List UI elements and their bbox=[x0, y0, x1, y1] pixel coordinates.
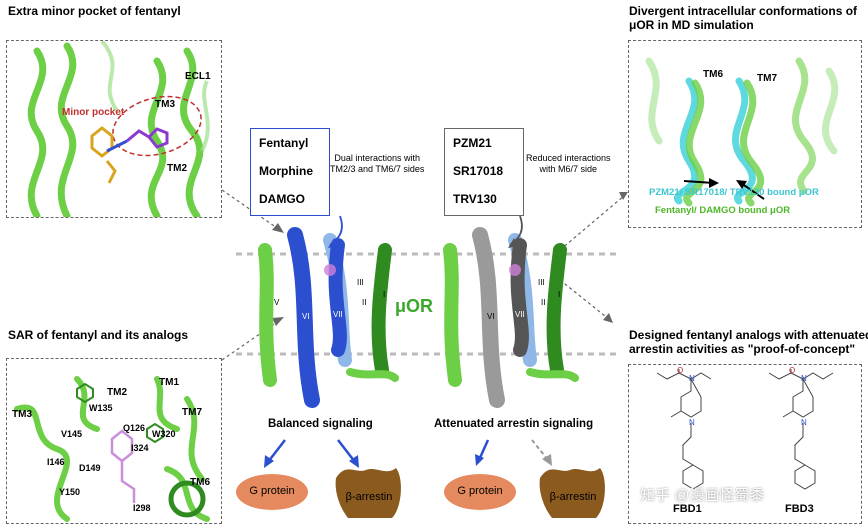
tm6-label: TM6 bbox=[703, 69, 723, 80]
tm2-label: TM2 bbox=[107, 387, 127, 398]
q126-label: Q126 bbox=[123, 423, 146, 433]
v145-label: V145 bbox=[61, 429, 83, 439]
balanced-signaling-label: Balanced signaling bbox=[268, 418, 373, 430]
tm1-label: TM1 bbox=[159, 377, 179, 388]
helix-vi-right: VI bbox=[487, 312, 495, 321]
g-protein-right: G protein bbox=[457, 485, 503, 497]
attenuated-signaling-label: Attenuated arrestin signaling bbox=[434, 418, 594, 430]
legend-cyan: PZM21/ SR17018/ TRV130 bound μOR bbox=[649, 187, 819, 198]
tm2-label: TM2 bbox=[167, 163, 187, 174]
tm3-label: TM3 bbox=[12, 409, 32, 420]
helix-vii-left: VII bbox=[333, 310, 343, 319]
beta-arrestin-right: β-arrestin bbox=[549, 491, 597, 503]
compound-fbd1: FBD1 bbox=[673, 503, 702, 515]
helix-vii-right: VII bbox=[515, 310, 525, 319]
ligand-damgo: DAMGO bbox=[259, 192, 305, 206]
ligand-trv130: TRV130 bbox=[453, 192, 497, 206]
ligand-sr17018: SR17018 bbox=[453, 164, 504, 178]
sar-illustration bbox=[14, 376, 210, 522]
minor-pocket-illustration bbox=[27, 41, 210, 217]
helix-vi-left: VI bbox=[302, 312, 310, 321]
receptor-label: μOR bbox=[395, 296, 434, 316]
helix-ii-right: II bbox=[541, 298, 546, 307]
tm3-label: TM3 bbox=[155, 99, 175, 110]
minor-pocket-panel: ECL1 TM3 TM2 Minor pocket bbox=[6, 40, 222, 218]
svg-text:N: N bbox=[801, 374, 807, 383]
i146-label: I146 bbox=[47, 457, 65, 467]
svg-text:N: N bbox=[689, 418, 695, 427]
i324-label: I324 bbox=[131, 443, 149, 453]
agonist-box-balanced: Fentanyl Morphine DAMGO bbox=[250, 128, 330, 216]
minor-pocket-label: Minor pocket bbox=[62, 107, 125, 118]
helix-ii-left: II bbox=[362, 298, 367, 307]
ligand-pzm21: PZM21 bbox=[453, 136, 492, 150]
svg-text:N: N bbox=[689, 374, 695, 383]
top-left-title: Extra minor pocket of fentanyl bbox=[8, 4, 181, 18]
designed-analogs-panel: O O N N N N FBD1 FBD3 bbox=[628, 364, 862, 524]
tm7-label: TM7 bbox=[757, 73, 777, 84]
bottom-right-title: Designed fentanyl analogs with attenuate… bbox=[629, 328, 868, 356]
compound-fbd3: FBD3 bbox=[785, 503, 814, 515]
top-right-title: Divergent intracellular conformations of… bbox=[629, 4, 858, 32]
helix-iii-right: III bbox=[538, 278, 545, 287]
ligand-morphine: Morphine bbox=[259, 164, 313, 178]
balanced-interaction-note: Dual interactions with TM2/3 and TM6/7 s… bbox=[330, 153, 425, 174]
svg-text:O: O bbox=[677, 366, 683, 375]
biased-interaction-note: Reduced interactions with M6/7 side bbox=[526, 153, 611, 174]
tm6-label: TM6 bbox=[190, 477, 210, 488]
tm7-label: TM7 bbox=[182, 407, 202, 418]
w135-label: W135 bbox=[89, 403, 113, 413]
bottom-left-title: SAR of fentanyl and its analogs bbox=[8, 328, 189, 342]
svg-text:O: O bbox=[789, 366, 795, 375]
d149-label: D149 bbox=[79, 463, 101, 473]
beta-arrestin-left: β-arrestin bbox=[345, 491, 393, 503]
svg-text:N: N bbox=[801, 418, 807, 427]
agonist-box-biased: PZM21 SR17018 TRV130 bbox=[444, 128, 524, 216]
analog-structures: O O N N N N bbox=[656, 366, 834, 490]
g-protein-left: G protein bbox=[249, 485, 295, 497]
helix-iii-left: III bbox=[357, 278, 364, 287]
y150-label: Y150 bbox=[59, 487, 81, 497]
helix-i-right: I bbox=[558, 290, 561, 299]
ligand-fentanyl: Fentanyl bbox=[259, 136, 309, 150]
watermark: 知乎 @漫画怪蜀黍 bbox=[640, 487, 765, 504]
md-conformation-illustration bbox=[645, 57, 839, 207]
legend-green: Fentanyl/ DAMGO bound μOR bbox=[655, 205, 791, 216]
i298-label: I298 bbox=[133, 503, 151, 513]
sar-panel: TM1 TM2 TM3 TM7 TM6 W135 Q126 W320 V145 … bbox=[6, 358, 222, 524]
ecl1-label: ECL1 bbox=[185, 71, 211, 82]
md-simulation-panel: TM6 TM7 PZM21/ SR17018/ TRV130 bound μOR… bbox=[628, 40, 862, 228]
w320-label: W320 bbox=[152, 429, 176, 439]
helix-v-left: V bbox=[274, 298, 280, 307]
helix-i-left: I bbox=[383, 290, 386, 299]
